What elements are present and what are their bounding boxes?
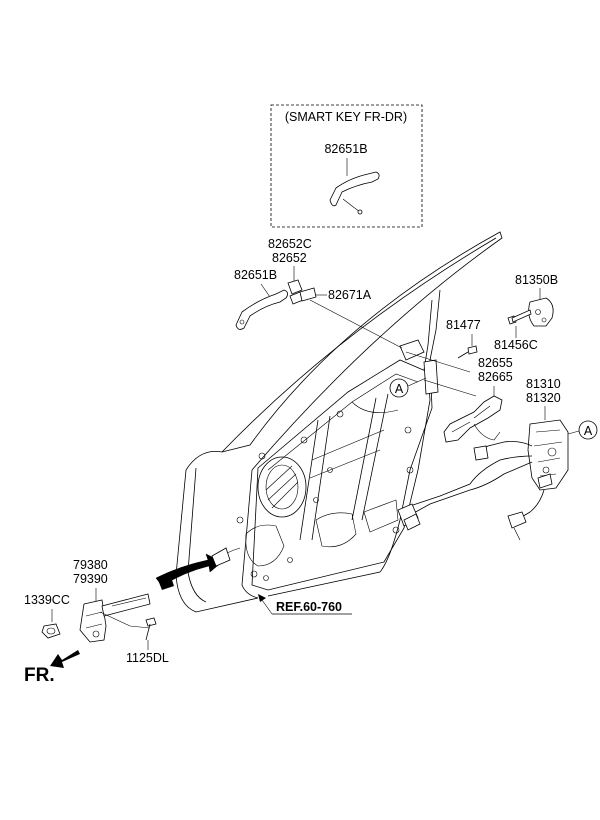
label-81310: 81310 (526, 377, 561, 391)
bolt-81477-part (467, 345, 478, 355)
handle-cap-part (287, 279, 303, 295)
label-82665: 82665 (478, 370, 513, 384)
reference-label-group: REF.60-760 (258, 594, 352, 615)
door-latch-group: 81310 81320 (397, 377, 569, 541)
door-frame-upper (185, 231, 503, 471)
outside-handle-smart-key-part (329, 171, 380, 207)
front-arrow-icon (50, 650, 80, 668)
door-inner-panel (251, 359, 431, 591)
door-check-arm-part (101, 593, 151, 617)
label-79380: 79380 (73, 558, 108, 572)
latch-cable-1 (475, 441, 533, 453)
label-82652C: 82652C (268, 237, 312, 251)
label-81320: 81320 (526, 391, 561, 405)
window-rail-front (299, 415, 331, 541)
label-82671A: 82671A (328, 288, 372, 302)
label-79390: 79390 (73, 572, 108, 586)
nut-1339CC-part (41, 623, 61, 639)
handle-gasket-part (299, 287, 317, 302)
label-82652: 82652 (272, 251, 307, 265)
window-rail-rear (351, 393, 389, 521)
callout-a-left: A (389, 377, 427, 398)
outside-handle-group: 82652C 82652 82651B 82671A (234, 237, 403, 349)
door-latch-part (527, 419, 569, 491)
label-81350B: 81350B (515, 273, 558, 287)
label-81456C: 81456C (494, 338, 538, 352)
smart-key-inset: (SMART KEY FR-DR) 82651B (270, 104, 423, 228)
inside-handle-group: 82655 82665 (443, 356, 513, 443)
label-1339CC: 1339CC (24, 593, 70, 607)
callout-a-left-text: A (395, 382, 404, 396)
label-82655: 82655 (478, 356, 513, 370)
outside-handle-part (235, 289, 288, 330)
latch-cable-2 (409, 455, 533, 507)
door-check-group: 79380 79390 1339CC 1125DL (24, 547, 241, 665)
label-82651B-smart: 82651B (324, 142, 367, 156)
callout-a-right: A (567, 420, 598, 440)
smart-key-inset-box (270, 104, 423, 228)
door-rear-edge (267, 289, 441, 597)
latch-wire-connector (507, 511, 527, 529)
label-81477: 81477 (446, 318, 481, 332)
front-direction-indicator: FR. (24, 650, 80, 686)
ref-60-760-label: REF.60-760 (276, 600, 342, 614)
bolt-1125DL-part (145, 617, 157, 627)
door-hinge-part (79, 599, 107, 643)
callout-a-right-text: A (584, 424, 593, 438)
inside-handle-part (443, 395, 503, 443)
fr-label: FR. (24, 665, 55, 686)
striker-group: 81350B 81456C 81477 (446, 273, 558, 359)
speaker-hole (257, 456, 307, 518)
smart-key-inset-title: (SMART KEY FR-DR) (285, 110, 407, 124)
label-82651B: 82651B (234, 268, 277, 282)
assembly-arrow-icon (155, 553, 223, 587)
label-1125DL: 1125DL (126, 651, 169, 665)
striker-part (528, 297, 554, 327)
